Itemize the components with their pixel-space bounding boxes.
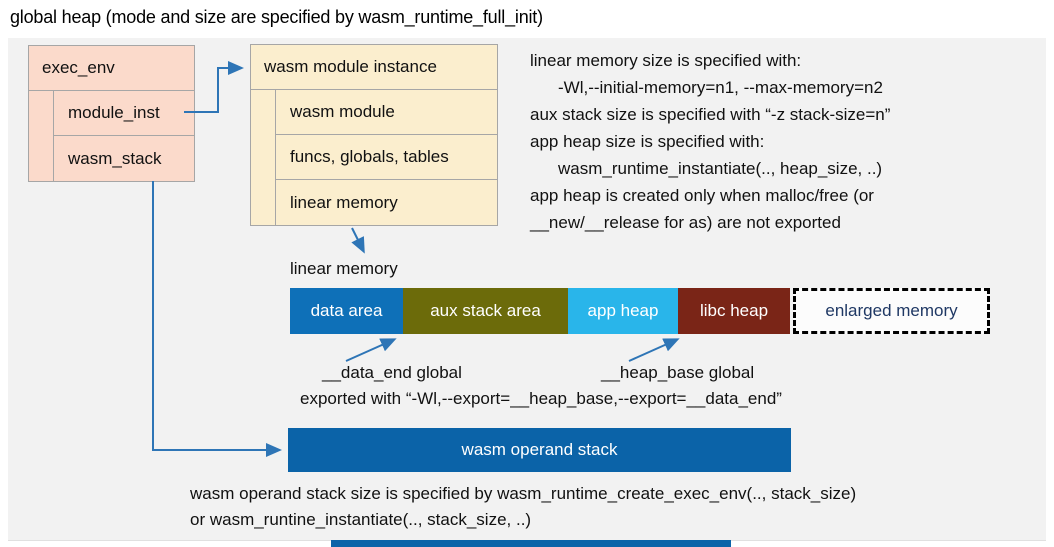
diagram-title: global heap (mode and size are specified… bbox=[10, 7, 543, 27]
exec-env-indent-gutter bbox=[29, 91, 54, 181]
module-instance-indent-gutter bbox=[251, 90, 276, 225]
exported-with-label: exported with “-Wl,--export=__heap_base,… bbox=[300, 389, 782, 408]
wasm-operand-stack-bar: wasm operand stack bbox=[288, 428, 791, 472]
note-line: -Wl,--initial-memory=n1, --max-memory=n2 bbox=[558, 78, 883, 97]
exec-env-box: exec_env module_inst wasm_stack bbox=[28, 45, 195, 182]
segment-data-area: data area bbox=[290, 288, 403, 334]
exec-env-header: exec_env bbox=[29, 46, 194, 91]
operand-stack-note-line2: or wasm_runtine_instantiate(.., stack_si… bbox=[190, 510, 532, 529]
operand-stack-note-line1: wasm operand stack size is specified by … bbox=[190, 484, 857, 503]
module-instance-box: wasm module instance wasm module funcs, … bbox=[250, 44, 498, 226]
linear-memory-bar: data area aux stack area app heap libc h… bbox=[290, 288, 990, 334]
segment-aux-stack-area: aux stack area bbox=[403, 288, 568, 334]
module-instance-row-linear-memory: linear memory bbox=[290, 192, 398, 212]
note-line: app heap is created only when malloc/fre… bbox=[530, 186, 874, 205]
cropped-bottom-bar bbox=[331, 540, 731, 547]
note-line: wasm_runtime_instantiate(.., heap_size, … bbox=[558, 159, 883, 178]
segment-app-heap: app heap bbox=[568, 288, 678, 334]
note-line: aux stack size is specified with “-z sta… bbox=[530, 105, 891, 124]
data-end-global-label: __data_end global bbox=[322, 363, 462, 382]
module-instance-header: wasm module instance bbox=[251, 45, 497, 90]
module-instance-row-wasm-module: wasm module bbox=[276, 90, 497, 135]
linear-memory-label: linear memory bbox=[290, 259, 398, 278]
module-instance-row-funcs-globals-tables: funcs, globals, tables bbox=[276, 135, 497, 180]
note-line: app heap size is specified with: bbox=[530, 132, 765, 151]
exec-env-row-wasm-stack: wasm_stack bbox=[68, 148, 162, 168]
note-line: linear memory size is specified with: bbox=[530, 51, 802, 70]
exec-env-row-module-inst: module_inst bbox=[54, 91, 194, 136]
segment-enlarged-memory: enlarged memory bbox=[793, 288, 990, 334]
module-instance-body: wasm module funcs, globals, tables linea… bbox=[251, 90, 497, 225]
operand-stack-note: wasm operand stack size is specified by … bbox=[190, 481, 856, 533]
note-line: __new/__release for as) are not exported bbox=[530, 213, 841, 232]
exec-env-body: module_inst wasm_stack bbox=[29, 91, 194, 181]
size-notes: linear memory size is specified with: -W… bbox=[530, 47, 1040, 236]
segment-libc-heap: libc heap bbox=[678, 288, 790, 334]
heap-base-global-label: __heap_base global bbox=[601, 363, 755, 382]
